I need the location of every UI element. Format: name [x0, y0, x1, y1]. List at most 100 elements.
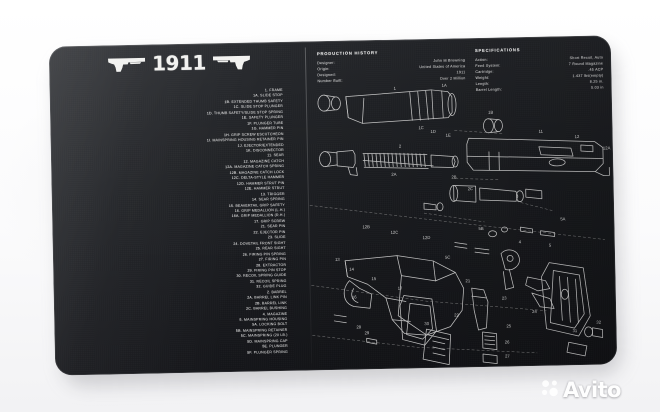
diagram-part-trigger-guard: [343, 280, 373, 309]
diagram-part-pins: [333, 226, 556, 345]
diagram-part-guide-plug: [317, 94, 341, 112]
parts-list-item-label: GRIP SCREW ESCUTCHEON: [229, 131, 284, 137]
diagram-part-slide: [345, 89, 457, 124]
diagram-part-barrel: [319, 150, 358, 176]
diagram-part-slide-assembly: [466, 137, 610, 176]
avito-dots-icon: [540, 378, 560, 403]
parts-list-item-label: EXTRACTOR: [261, 262, 287, 267]
diagram-part-hammer-group: [500, 249, 555, 309]
svg-text:13: 13: [335, 257, 340, 262]
parts-list-item-label: MAINSPRING CAP: [253, 338, 288, 344]
parts-list-item-label: MAINSPRING (20 LB.): [246, 333, 288, 339]
parts-list-item-label: HAMMER STRUT: [252, 186, 285, 191]
parts-list-item-label: RECOIL SPRING: [255, 278, 287, 284]
svg-text:28: 28: [356, 324, 361, 329]
svg-text:24: 24: [532, 309, 537, 314]
parts-list-item-label: SEAR SPRING: [257, 196, 285, 202]
parts-list-item-label: GUIDE PLUG: [261, 284, 287, 289]
parts-list-item-label: REAR SIGHT: [261, 246, 286, 251]
gun-cleaning-mat: 1911 PRODUCTION HISTORY Designer:John M …: [48, 35, 618, 376]
diagram-part-mainspring-housing: [482, 331, 498, 365]
svg-text:32: 32: [596, 320, 601, 325]
parts-list-item-label: MAGAZINE: [265, 311, 288, 316]
svg-text:4: 4: [519, 239, 522, 244]
svg-text:17: 17: [398, 286, 403, 291]
svg-text:1A: 1A: [442, 83, 447, 88]
svg-text:23: 23: [502, 295, 507, 300]
parts-list-item-label: TRIGGER: [266, 191, 285, 196]
parts-list-item-label: HAMMER STRUT PIN: [245, 180, 285, 186]
parts-list-item-label: MAINSPRING HOUSING RETAINER PIN: [211, 136, 284, 143]
info-tables: PRODUCTION HISTORY Designer:John M Brown…: [317, 45, 604, 96]
specifications-heading: SPECIFICATIONS: [474, 47, 521, 54]
parts-list-item-label: BARREL LINK: [260, 300, 287, 306]
parts-list-item-number: 12D.: [236, 181, 246, 186]
svg-text:1D: 1D: [430, 129, 435, 134]
pistol-silhouette-icon: [211, 53, 251, 71]
svg-text:27: 27: [505, 353, 510, 358]
parts-list-item-label: PLUNGER SPRING: [252, 349, 288, 355]
parts-list-item-label: GRIP SCREW: [259, 218, 286, 224]
parts-list-item-label: PLUNGER: [268, 344, 288, 349]
svg-text:29: 29: [365, 330, 370, 335]
parts-list-item-number: 16A.: [231, 214, 240, 219]
parts-list-item-label: MAGAZINE CATCH: [248, 158, 285, 164]
svg-text:11: 11: [538, 129, 543, 134]
parts-list-item-label: MAINSPRING RETAINER: [241, 327, 288, 333]
diagram-part-recoil-spring-guide: [430, 154, 459, 168]
svg-text:12: 12: [575, 134, 580, 139]
parts-list-item-label: BARREL LINK PIN: [253, 295, 287, 300]
svg-text:14: 14: [349, 267, 354, 272]
diagram-part-trigger: [471, 287, 489, 331]
diagram-part-grip-panel: [541, 262, 591, 337]
svg-text:12B: 12B: [362, 224, 370, 229]
diagram-part-firing-pin-group: [449, 185, 543, 203]
brand-logo: 1911: [107, 50, 251, 76]
svg-text:1: 1: [394, 86, 397, 91]
svg-text:31: 31: [573, 328, 578, 333]
pistol-silhouette-icon: [107, 55, 147, 73]
svg-text:12C: 12C: [390, 230, 398, 235]
parts-list-item-label: DELTA-STYLE HAMMER: [239, 175, 285, 181]
specifications-table: SPECIFICATIONS Action:Short Recoil, Auto…: [475, 45, 604, 93]
parts-list-item-number: 12A.: [225, 165, 234, 170]
parts-list-item-label: RECOIL SPRING GUIDE: [241, 273, 287, 279]
parts-list-item-label: SLIDE STOP PLUNGER: [239, 104, 284, 110]
info-row-label: Barrel Length:: [475, 87, 502, 93]
parts-list-item-label: BEAVERTAIL GRIP SAFETY: [234, 202, 285, 208]
svg-text:15: 15: [371, 276, 376, 281]
info-row-label: Number Built:: [317, 78, 343, 84]
svg-text:25: 25: [506, 323, 511, 328]
parts-list-item-label: BARREL BUSHING: [252, 306, 288, 311]
parts-list-item-label: MAGAZINE CATCH LOCK: [237, 169, 285, 175]
parts-list-item-label: DISCONNECTOR: [251, 147, 284, 153]
parts-list-item-label: HAMMER PIN: [257, 126, 284, 131]
svg-text:1C: 1C: [418, 125, 423, 130]
svg-text:12D: 12D: [423, 235, 431, 240]
diagram-part-magazine: [422, 328, 451, 366]
parts-list-item-number: 12C.: [231, 176, 240, 181]
svg-text:2B: 2B: [451, 174, 456, 179]
diagram-part-frame: [344, 255, 465, 336]
svg-text:2A: 2A: [391, 172, 396, 177]
svg-text:2C: 2C: [468, 186, 473, 191]
svg-text:12A: 12A: [603, 145, 611, 150]
parts-list-item-label: FIRING PIN STOP: [252, 267, 287, 273]
parts-list-item-label: FIRING PIN: [264, 256, 287, 262]
diagram-part-recoil-spring: [362, 152, 434, 169]
avito-watermark: Avito: [540, 378, 621, 403]
svg-text:22: 22: [454, 312, 459, 317]
svg-text:1E: 1E: [446, 133, 451, 138]
parts-list-item-label: DOVETAIL FRONT SIGHT: [238, 240, 286, 246]
parts-list-item-label: SEAR: [272, 153, 285, 158]
parts-list-item-label: BARREL: [270, 289, 287, 294]
svg-text:2: 2: [399, 144, 402, 149]
svg-text:26: 26: [505, 339, 510, 344]
svg-text:5C: 5C: [445, 255, 450, 260]
diagram-part-barrel-bushing: [483, 118, 503, 134]
brand-title: 1911: [151, 50, 207, 76]
svg-text:5B: 5B: [478, 226, 483, 231]
diagram-part-barrel-link: [423, 202, 444, 212]
